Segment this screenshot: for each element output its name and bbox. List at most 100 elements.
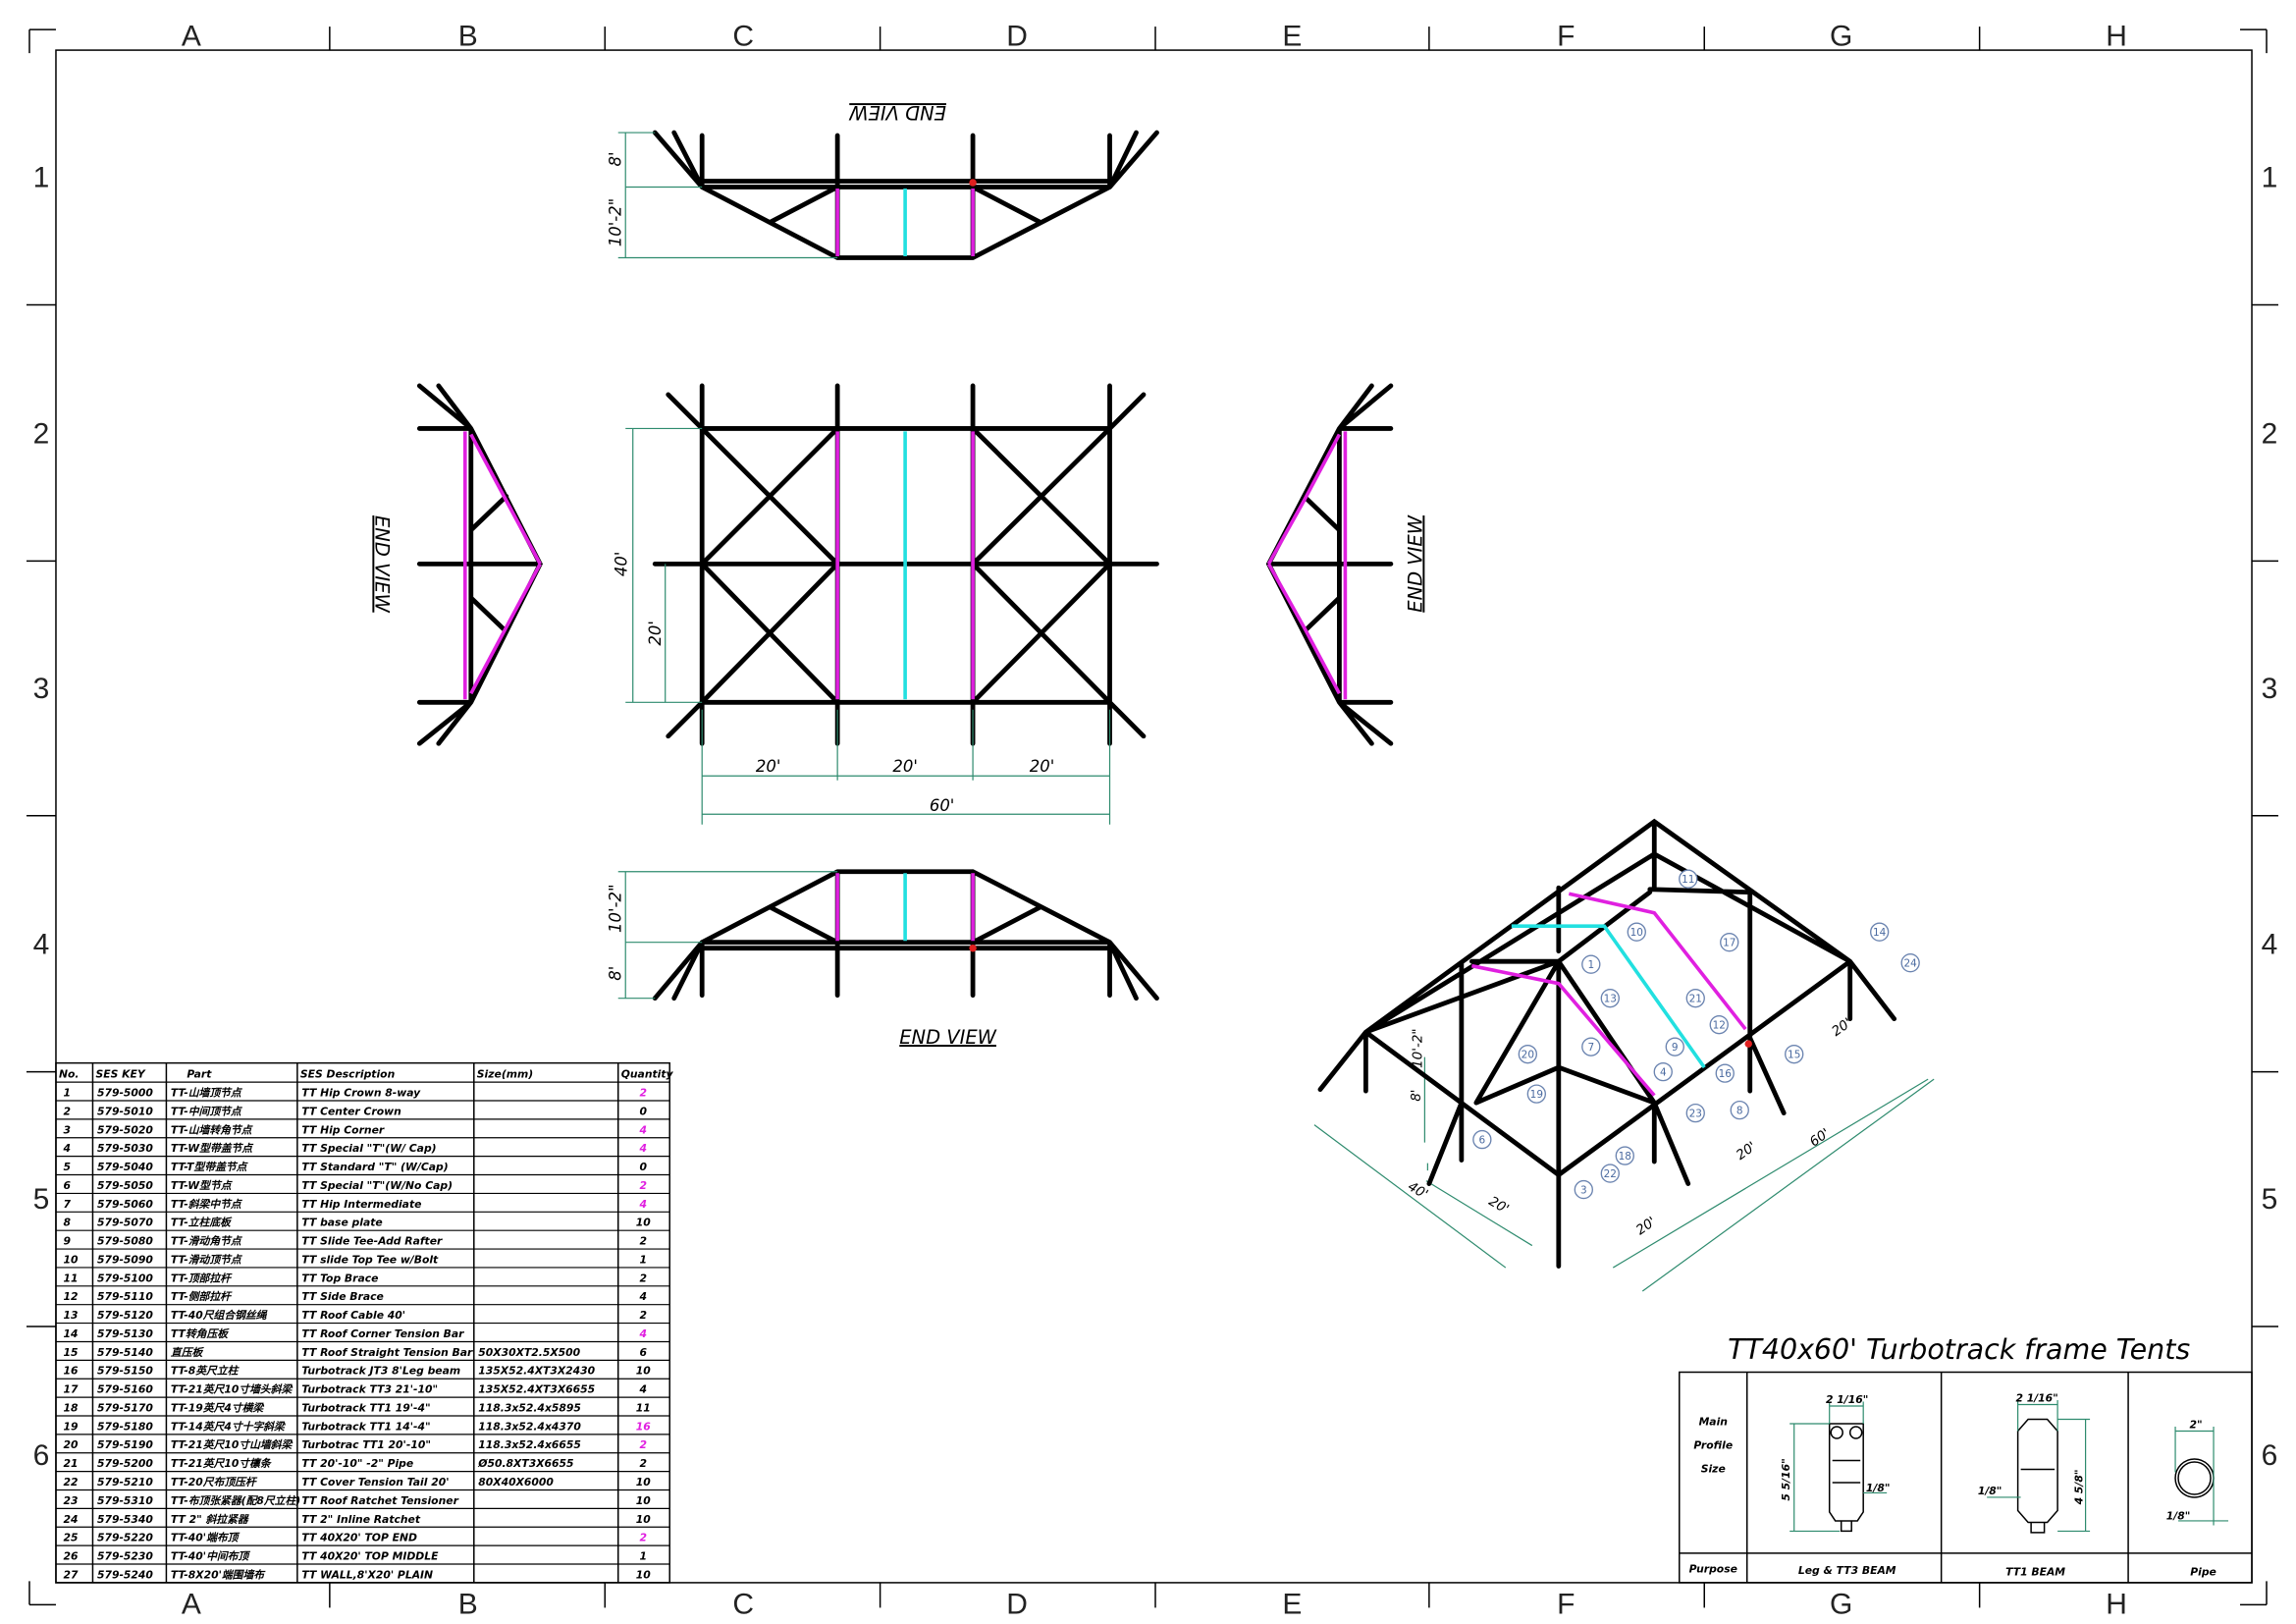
table-cell-part: TT-40'端布顶 bbox=[171, 1532, 240, 1544]
balloon-number: 9 bbox=[1672, 1042, 1679, 1054]
balloon-callout: 24 bbox=[1900, 953, 1920, 973]
dim-bay-3: 20' bbox=[1030, 757, 1055, 776]
table-cell-key: 579-5060 bbox=[97, 1198, 153, 1211]
table-cell-key: 579-5170 bbox=[97, 1401, 153, 1414]
end-view-label-bottom: END VIEW bbox=[899, 1026, 996, 1049]
balloon-callout: 9 bbox=[1665, 1037, 1684, 1056]
table-cell-qty: 10 bbox=[636, 1494, 652, 1507]
table-cell-desc: Turbotrack TT1 19'-4" bbox=[301, 1401, 430, 1414]
balloon-callout: 4 bbox=[1653, 1061, 1673, 1082]
balloon-number: 1 bbox=[1587, 959, 1594, 971]
balloon-callout: 1 bbox=[1581, 954, 1601, 974]
table-cell-desc: TT 20'-10" -2" Pipe bbox=[301, 1457, 413, 1470]
zone-column-top: C bbox=[732, 21, 754, 53]
table-cell-part: 直压板 bbox=[171, 1346, 205, 1359]
balloon-callout: 14 bbox=[1870, 922, 1890, 942]
table-cell-key: 579-5100 bbox=[97, 1272, 153, 1284]
table-cell-qty: 4 bbox=[638, 1142, 647, 1155]
balloon-number: 22 bbox=[1604, 1168, 1617, 1180]
table-cell-qty: 2 bbox=[639, 1438, 647, 1451]
balloon-number: 3 bbox=[1580, 1184, 1587, 1196]
table-cell-no: 20 bbox=[63, 1438, 79, 1451]
table-cell-qty: 1 bbox=[639, 1550, 647, 1563]
balloon-number: 13 bbox=[1604, 993, 1617, 1004]
table-cell-qty: 4 bbox=[638, 1383, 647, 1396]
table-cell-part: TT-40尺组合钢丝绳 bbox=[171, 1309, 268, 1322]
table-cell-part: TT 2" 斜拉紧器 bbox=[171, 1513, 249, 1526]
table-cell-part: TT-滑动顶节点 bbox=[171, 1253, 243, 1266]
table-cell-no: 15 bbox=[63, 1346, 78, 1359]
balloon-callout: 22 bbox=[1600, 1164, 1620, 1183]
zone-row-right: 1 bbox=[2262, 162, 2278, 194]
table-cell-part: TT-W型带盖节点 bbox=[171, 1142, 254, 1155]
table-cell-desc: Turbotrack TT1 14'-4" bbox=[301, 1420, 430, 1433]
balloon-number: 21 bbox=[1689, 993, 1702, 1004]
zone-row-left: 1 bbox=[33, 162, 50, 194]
table-cell-no: 17 bbox=[63, 1383, 79, 1396]
table-cell-desc: TT Slide Tee-Add Rafter bbox=[301, 1235, 443, 1248]
end-view-label-top: END VIEW bbox=[849, 101, 946, 124]
table-cell-no: 18 bbox=[63, 1401, 79, 1414]
table-cell-part: TT-W型节点 bbox=[171, 1179, 234, 1192]
balloon-number: 14 bbox=[1873, 927, 1887, 939]
balloon-number: 17 bbox=[1723, 937, 1735, 948]
balloon-number: 23 bbox=[1689, 1108, 1702, 1119]
table-cell-desc: TT Roof Straight Tension Bar bbox=[301, 1346, 473, 1359]
table-cell-part: TT-8X20'端围墙布 bbox=[171, 1568, 266, 1581]
table-cell-qty: 11 bbox=[636, 1401, 651, 1414]
table-cell-desc: TT Special "T"(W/No Cap) bbox=[301, 1179, 453, 1192]
table-cell-no: 26 bbox=[63, 1550, 79, 1563]
balloon-callout: 16 bbox=[1715, 1063, 1735, 1083]
balloon-callout: 20 bbox=[1518, 1044, 1538, 1064]
end-view-label-right: END VIEW bbox=[1404, 514, 1426, 612]
table-cell-desc: TT Standard "T" (W/Cap) bbox=[301, 1161, 448, 1173]
table-cell-desc: TT 40X20' TOP END bbox=[301, 1532, 417, 1544]
table-cell-key: 579-5140 bbox=[97, 1346, 153, 1359]
zone-column-bottom: E bbox=[1282, 1588, 1302, 1620]
table-cell-desc: TT WALL,8'X20' PLAIN bbox=[301, 1568, 433, 1581]
dim-leg-height-bottom: 10'-2" bbox=[607, 884, 625, 933]
table-cell-no: 14 bbox=[63, 1327, 78, 1340]
zone-column-bottom: C bbox=[732, 1588, 754, 1620]
balloon-number: 12 bbox=[1713, 1019, 1726, 1031]
zone-row-left: 3 bbox=[33, 673, 50, 705]
dim-roof-height-bottom: 8' bbox=[607, 966, 625, 981]
table-cell-qty: 4 bbox=[638, 1198, 647, 1211]
table-cell-qty: 1 bbox=[639, 1253, 647, 1266]
end-view-top: 8' 10'-2" END VIEW bbox=[607, 101, 1159, 260]
table-cell-key: 579-5030 bbox=[97, 1142, 153, 1155]
zone-row-left: 2 bbox=[33, 417, 50, 450]
balloon-number: 16 bbox=[1719, 1068, 1733, 1080]
table-cell-desc: Turbotrack JT3 8'Leg beam bbox=[301, 1365, 460, 1378]
table-header: Quantity bbox=[621, 1068, 674, 1081]
zone-column-top: F bbox=[1557, 21, 1575, 53]
table-cell-part: TT-21英尺10寸墙头斜梁 bbox=[171, 1383, 294, 1396]
table-cell-key: 579-5150 bbox=[97, 1365, 153, 1378]
balloon-callout: 21 bbox=[1685, 988, 1705, 1008]
table-cell-key: 579-5090 bbox=[97, 1253, 153, 1266]
plan-view: 20' 20' 20' 60' 40' 20' bbox=[613, 383, 1159, 825]
dim-tt1-height: 4 5/8" bbox=[2073, 1470, 2086, 1506]
end-view-right: END VIEW bbox=[1265, 383, 1426, 746]
zone-row-left: 5 bbox=[33, 1183, 50, 1216]
end-view-left: END VIEW bbox=[370, 383, 543, 746]
table-cell-no: 21 bbox=[63, 1457, 78, 1470]
table-cell-key: 579-5160 bbox=[97, 1383, 153, 1396]
zone-column-bottom: D bbox=[1006, 1588, 1028, 1620]
zone-row-right: 5 bbox=[2262, 1183, 2278, 1216]
zone-column-top: B bbox=[458, 21, 478, 53]
zone-column-bottom: A bbox=[182, 1588, 201, 1620]
sheet-frame bbox=[26, 27, 2279, 1608]
dim-leg-width: 2 1/16" bbox=[1826, 1393, 1868, 1406]
table-cell-no: 27 bbox=[63, 1568, 79, 1581]
table-cell-key: 579-5310 bbox=[97, 1494, 153, 1507]
table-cell-qty: 10 bbox=[636, 1568, 652, 1581]
table-cell-part: TT-斜梁中节点 bbox=[171, 1198, 243, 1211]
table-cell-qty: 10 bbox=[636, 1476, 652, 1489]
